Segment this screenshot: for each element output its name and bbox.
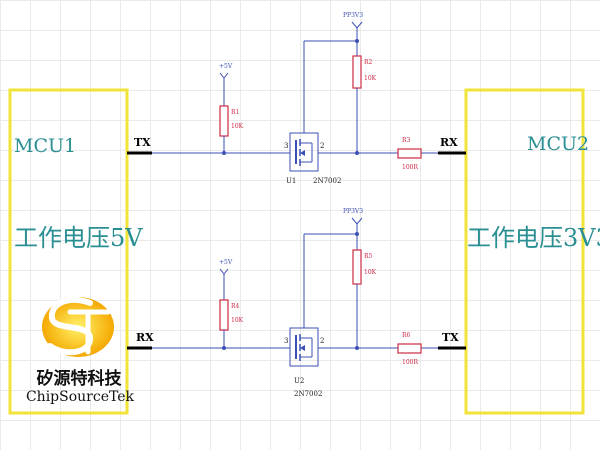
- mcu1-voltage: 工作电压5V: [14, 224, 143, 252]
- mosfet-u1: 3 2: [284, 132, 324, 172]
- top-left-port-label: TX: [134, 136, 151, 149]
- resistor-r4: [219, 299, 229, 331]
- svg-text:2: 2: [320, 337, 324, 345]
- r1-value: 10K: [231, 123, 244, 130]
- top-5v-label: +5V: [219, 63, 233, 70]
- r4-ref: R4: [231, 303, 240, 310]
- top-right-port-label: RX: [440, 136, 458, 149]
- r6-value: 100R: [402, 359, 418, 366]
- bottom-5v-label: +5V: [219, 259, 233, 266]
- u2-ref: U2: [294, 377, 304, 385]
- bottom-3v3-label: PP3V3: [343, 208, 363, 215]
- u2-part: 2N7002: [294, 390, 322, 398]
- mosfet-u2: 3 2: [284, 327, 324, 367]
- resistor-r6: [397, 343, 422, 354]
- u1-part: 2N7002: [313, 177, 341, 185]
- mcu2-box: [464, 88, 585, 415]
- u1-ref: U1: [286, 177, 296, 185]
- r2-value: 10K: [364, 75, 377, 82]
- mcu1-name: MCU1: [14, 135, 76, 157]
- svg-text:2: 2: [320, 142, 324, 150]
- bottom-right-port-label: TX: [442, 331, 459, 344]
- resistor-r5: [352, 249, 362, 285]
- mcu2-voltage: 工作电压3V3: [467, 224, 600, 252]
- brand-name-cn: 矽源特科技: [36, 369, 122, 389]
- resistor-r1: [219, 105, 229, 137]
- svg-text:3: 3: [284, 337, 288, 345]
- top-channel: TX RX +5V R1 10K PP3V3 R2 10K: [127, 12, 466, 185]
- svg-text:3: 3: [284, 142, 288, 150]
- r4-value: 10K: [231, 317, 244, 324]
- brand-logo-icon: [42, 296, 114, 357]
- resistor-r3: [397, 148, 422, 159]
- r3-value: 100R: [402, 164, 418, 171]
- bottom-channel: RX TX +5V R4 10K PP3V3 R5 10K: [127, 208, 466, 398]
- r6-ref: R6: [402, 332, 411, 339]
- r2-ref: R2: [364, 59, 373, 66]
- bottom-left-port-label: RX: [136, 331, 154, 344]
- r3-ref: R3: [402, 137, 411, 144]
- brand-name-en: ChipSourceTek: [25, 389, 135, 405]
- mcu1-box: [8, 88, 129, 415]
- top-3v3-label: PP3V3: [343, 12, 363, 19]
- mcu2-name: MCU2: [527, 133, 589, 155]
- r5-value: 10K: [364, 269, 377, 276]
- r1-ref: R1: [231, 109, 239, 116]
- resistor-r2: [352, 55, 362, 89]
- r5-ref: R5: [364, 253, 373, 260]
